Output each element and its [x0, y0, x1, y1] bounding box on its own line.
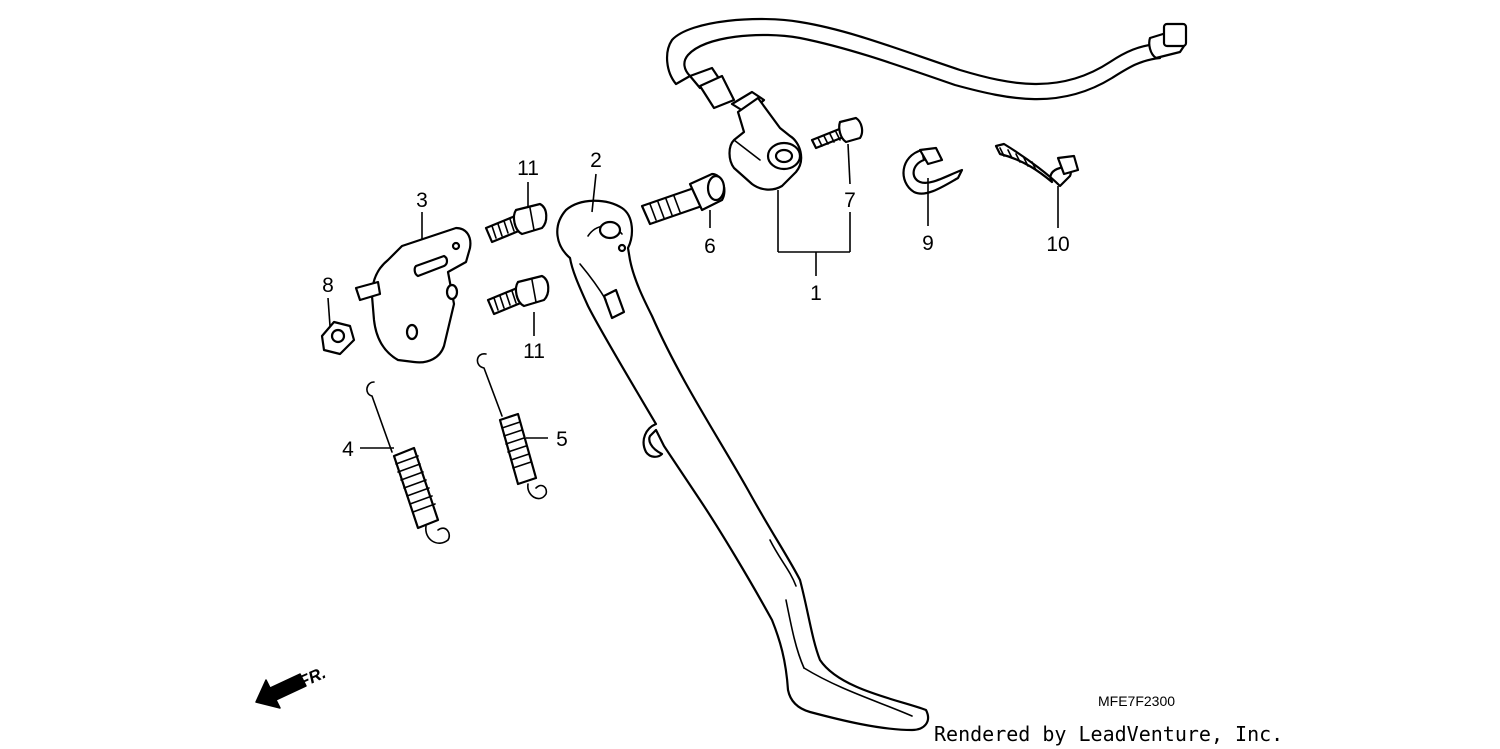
diagram-code: MFE7F2300 — [1098, 693, 1175, 709]
part-6-pivot-bolt[interactable] — [640, 172, 726, 226]
callout-10: 10 — [1046, 233, 1069, 256]
callout-11-upper: 11 — [517, 157, 539, 180]
callout-11-lower: 11 — [523, 340, 545, 363]
callout-4: 4 — [342, 438, 354, 461]
callout-3: 3 — [416, 189, 428, 212]
callout-1: 1 — [810, 282, 822, 305]
callout-numbers: 1 2 3 4 5 6 7 8 9 10 11 11 — [322, 149, 1070, 461]
part-4-spring[interactable] — [366, 381, 451, 544]
callout-9: 9 — [922, 232, 934, 255]
callout-5: 5 — [556, 428, 568, 451]
part-2-side-stand[interactable] — [556, 199, 930, 732]
part-11-bolt-upper[interactable] — [484, 202, 548, 244]
callout-7: 7 — [844, 189, 856, 212]
part-5-spring[interactable] — [476, 353, 548, 500]
part-3-bracket-plate[interactable] — [354, 226, 472, 364]
callout-8: 8 — [322, 274, 334, 297]
front-direction-arrow: FR. — [255, 663, 329, 709]
leader-lines — [327, 143, 1059, 449]
callout-2: 2 — [590, 149, 602, 172]
part-1-side-stand-switch[interactable] — [666, 17, 1188, 191]
callout-6: 6 — [704, 235, 716, 258]
front-label: FR. — [296, 663, 329, 691]
part-7-bolt[interactable] — [810, 116, 864, 150]
credit-text: Rendered by LeadVenture, Inc. — [934, 722, 1283, 746]
part-9-clamp[interactable] — [902, 146, 964, 195]
arrow-icon — [255, 673, 307, 709]
part-8-nut[interactable] — [320, 320, 356, 356]
part-11-bolt-lower[interactable] — [486, 274, 550, 316]
part-10-cable-tie[interactable] — [994, 142, 1080, 188]
